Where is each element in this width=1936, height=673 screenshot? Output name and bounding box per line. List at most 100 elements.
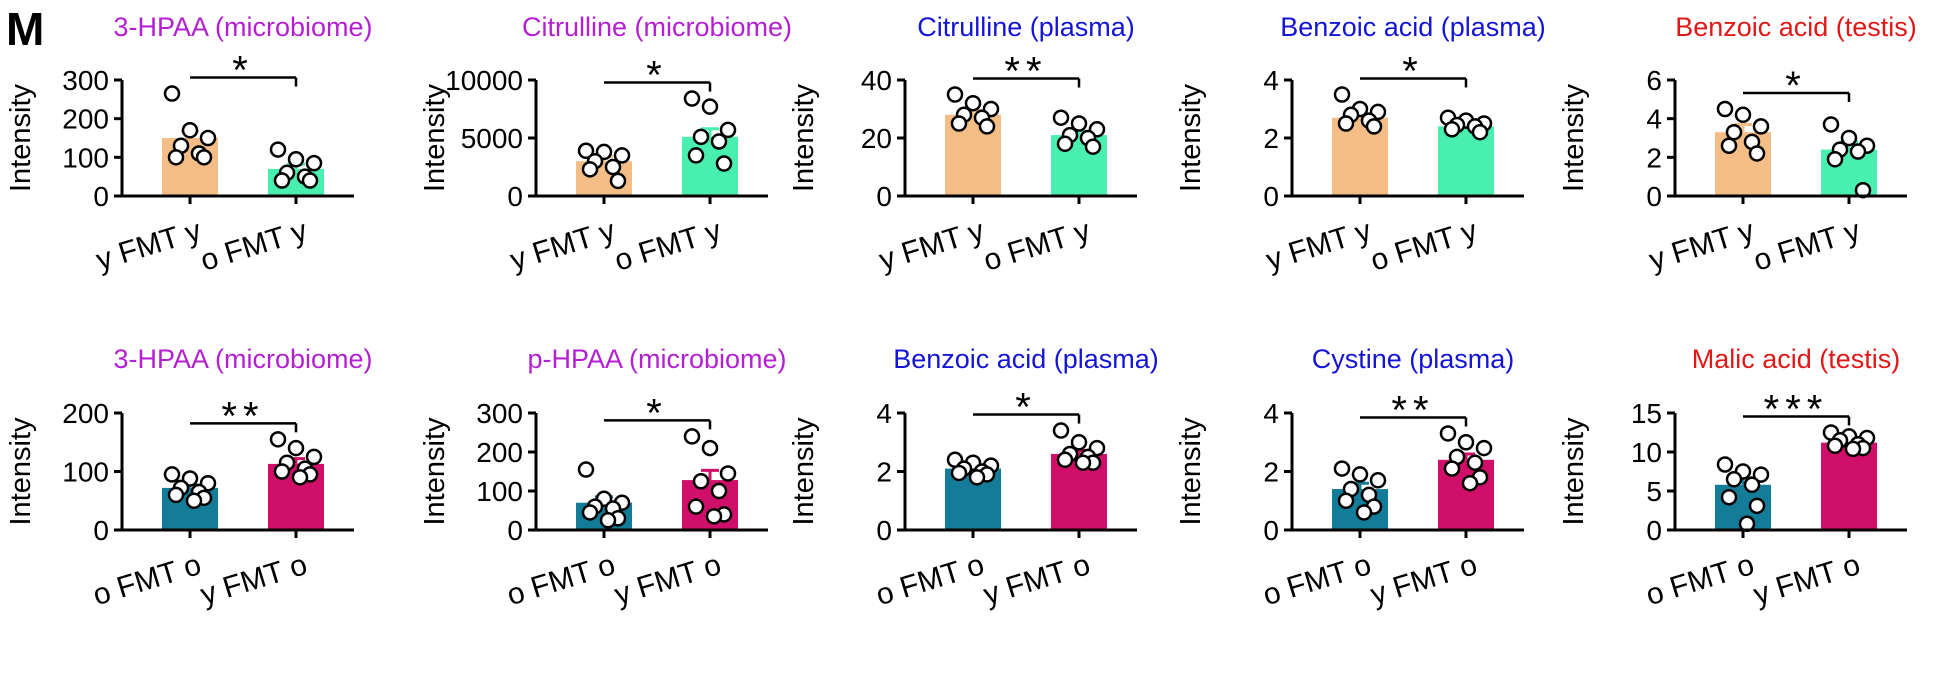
data-point bbox=[167, 486, 185, 504]
data-point bbox=[604, 158, 622, 176]
data-point bbox=[1052, 422, 1070, 439]
data-point bbox=[1716, 456, 1734, 473]
chart-svg: Citrulline (microbiome)Intensity05000100… bbox=[419, 12, 792, 278]
data-point bbox=[715, 155, 733, 172]
y-tick-label: 100 bbox=[476, 476, 523, 507]
chart-title: 3-HPAA (microbiome) bbox=[113, 344, 372, 374]
data-point bbox=[1351, 466, 1369, 483]
chart-title: p-HPAA (microbiome) bbox=[527, 344, 786, 374]
y-tick-label: 15 bbox=[1631, 398, 1662, 429]
data-point bbox=[1716, 100, 1734, 118]
y-tick-label: 4 bbox=[876, 398, 892, 429]
y-tick-label: 2 bbox=[1263, 457, 1279, 488]
data-point bbox=[163, 466, 181, 483]
data-point bbox=[1752, 466, 1770, 483]
y-tick-label: 200 bbox=[62, 398, 109, 429]
significance-marker: * bbox=[646, 54, 668, 98]
y-axis-label: Intensity bbox=[5, 84, 37, 192]
data-point bbox=[305, 448, 323, 466]
data-point bbox=[683, 428, 701, 445]
category-label: y FMT o bbox=[611, 548, 725, 612]
data-point bbox=[705, 508, 723, 525]
data-point bbox=[1070, 434, 1088, 451]
data-point bbox=[181, 122, 199, 139]
data-point bbox=[287, 151, 305, 168]
category-label: y FMT y bbox=[1645, 214, 1758, 277]
significance-marker: * bbox=[1402, 50, 1424, 94]
data-point bbox=[968, 469, 986, 486]
bar-2 bbox=[1821, 442, 1877, 530]
data-point bbox=[1826, 151, 1844, 168]
category-label: o FMT o bbox=[1259, 548, 1375, 612]
y-tick-label: 10000 bbox=[445, 65, 523, 96]
significance-marker: ** bbox=[221, 394, 264, 438]
data-point bbox=[185, 492, 203, 509]
y-tick-label: 0 bbox=[1263, 515, 1279, 546]
data-point bbox=[687, 498, 705, 515]
category-label: y FMT y bbox=[875, 214, 988, 277]
chart-title: 3-HPAA (microbiome) bbox=[113, 12, 372, 42]
y-axis-label: Intensity bbox=[1558, 84, 1590, 192]
chart-title: Malic acid (testis) bbox=[1692, 344, 1901, 374]
data-point bbox=[1822, 116, 1840, 133]
chart-svg: p-HPAA (microbiome)Intensity0100200300o … bbox=[419, 344, 787, 612]
data-point bbox=[719, 121, 737, 139]
data-point bbox=[710, 482, 728, 500]
category-label: o FMT y bbox=[197, 214, 311, 278]
data-point bbox=[964, 94, 982, 112]
data-point bbox=[195, 149, 213, 166]
data-point bbox=[1849, 143, 1867, 160]
data-point bbox=[301, 172, 319, 189]
data-point bbox=[1337, 492, 1355, 509]
data-point bbox=[719, 465, 737, 482]
data-point bbox=[692, 473, 710, 490]
data-point bbox=[1840, 129, 1858, 147]
data-point bbox=[1471, 123, 1489, 141]
data-point bbox=[701, 439, 719, 457]
data-point bbox=[687, 147, 705, 164]
data-point bbox=[1752, 118, 1770, 135]
y-tick-label: 0 bbox=[93, 515, 109, 546]
chart-title: Benzoic acid (plasma) bbox=[893, 344, 1159, 374]
category-label: o FMT o bbox=[503, 548, 619, 612]
significance-marker: * bbox=[1015, 386, 1037, 430]
data-point bbox=[305, 154, 323, 172]
y-tick-label: 300 bbox=[476, 398, 523, 429]
significance-marker: * bbox=[646, 391, 668, 435]
data-point bbox=[291, 469, 309, 486]
y-axis-label: Intensity bbox=[788, 84, 820, 192]
y-tick-label: 2 bbox=[1263, 123, 1279, 154]
y-tick-label: 100 bbox=[62, 457, 109, 488]
data-point bbox=[1466, 454, 1484, 471]
data-point bbox=[163, 85, 181, 102]
data-point bbox=[710, 133, 728, 150]
y-tick-label: 6 bbox=[1646, 65, 1662, 96]
y-tick-label: 5 bbox=[1646, 476, 1662, 507]
y-tick-label: 0 bbox=[507, 515, 523, 546]
data-point bbox=[599, 512, 617, 529]
data-point bbox=[1070, 115, 1088, 132]
y-tick-label: 0 bbox=[876, 181, 892, 212]
data-point bbox=[1457, 434, 1475, 451]
category-label: y FMT o bbox=[1367, 548, 1481, 612]
y-tick-label: 4 bbox=[1646, 104, 1662, 135]
y-tick-label: 0 bbox=[1263, 181, 1279, 212]
y-axis-label: Intensity bbox=[1558, 417, 1590, 525]
data-point bbox=[701, 98, 719, 115]
data-point bbox=[273, 463, 291, 480]
category-label: y FMT o bbox=[980, 548, 1094, 612]
data-point bbox=[1337, 115, 1355, 132]
data-point bbox=[1084, 138, 1102, 155]
data-point bbox=[1443, 460, 1461, 477]
category-label: y FMT y bbox=[1262, 214, 1375, 277]
category-label: o FMT o bbox=[89, 548, 205, 612]
